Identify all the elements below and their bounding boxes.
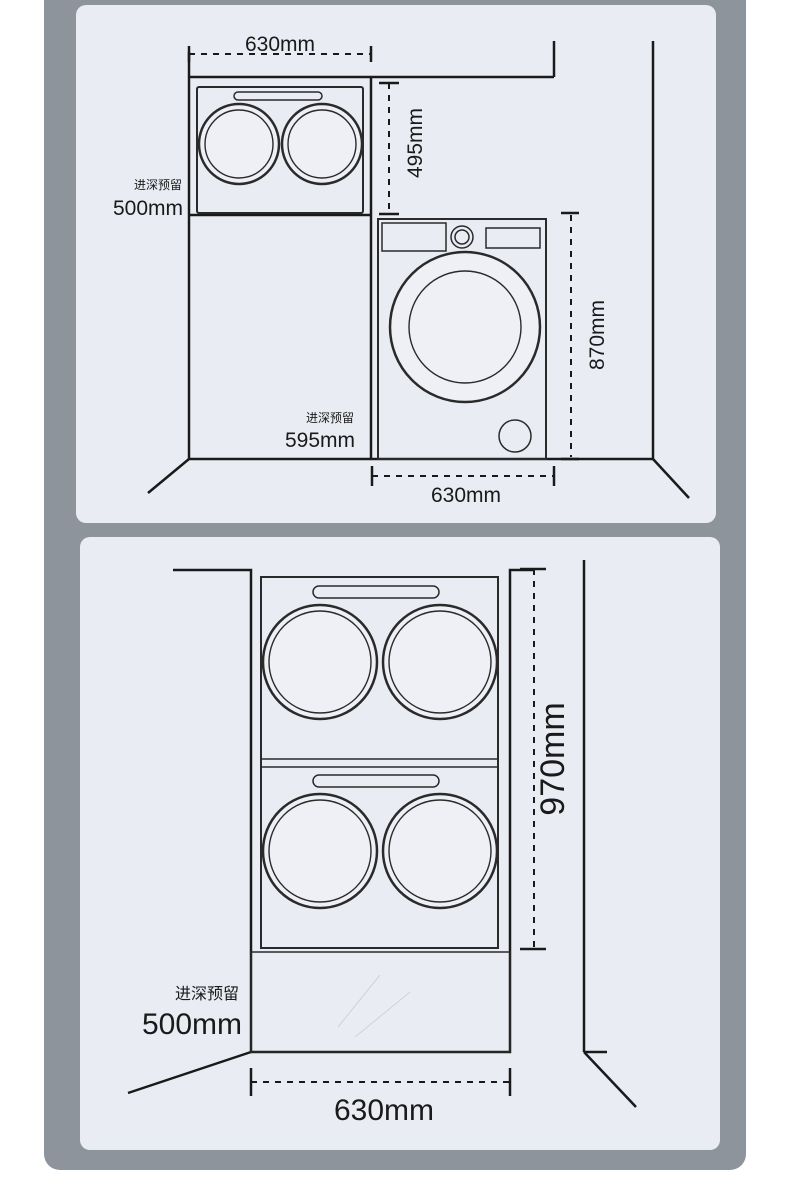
front-load-washer <box>377 218 547 460</box>
upper-dual-dryer <box>196 86 364 214</box>
lower-depth-reserve-label: 进深预留 <box>306 411 354 425</box>
width-label: 630mm <box>334 1094 434 1127</box>
top-diagram-drawing: 630mm 495mm 进深预留 500mm 进深预留 595mm 870mm … <box>113 33 690 507</box>
dryer-height-label: 495mm <box>404 108 427 178</box>
floor-right-line <box>583 1051 637 1108</box>
top-installation-diagram: 630mm 495mm 进深预留 500mm 进深预留 595mm 870mm … <box>76 5 716 523</box>
upper-depth-reserve-label: 进深预留 <box>134 178 182 192</box>
alcove-wall <box>187 41 655 461</box>
upper-depth-reserve-value: 500mm <box>113 197 183 220</box>
top-width-label: 630mm <box>245 33 315 56</box>
bottom-diagram-drawing: 970mm 进深预留 500mm 630mm <box>127 560 637 1127</box>
floor-left-line <box>147 458 190 494</box>
bottom-width-label: 630mm <box>431 484 501 507</box>
floor-right-line <box>652 458 690 499</box>
depth-reserve-value: 500mm <box>142 1008 242 1041</box>
floor-left-line <box>127 1050 252 1095</box>
depth-reserve-label: 进深预留 <box>175 985 239 1003</box>
washer-height-label: 870mm <box>586 300 609 370</box>
lower-depth-reserve-value: 595mm <box>285 429 355 452</box>
stacked-dryer-unit <box>260 576 499 949</box>
bottom-installation-diagram: 970mm 进深预留 500mm 630mm <box>80 537 720 1150</box>
height-label: 970mm <box>534 702 572 815</box>
pedestal-base <box>250 951 511 1053</box>
